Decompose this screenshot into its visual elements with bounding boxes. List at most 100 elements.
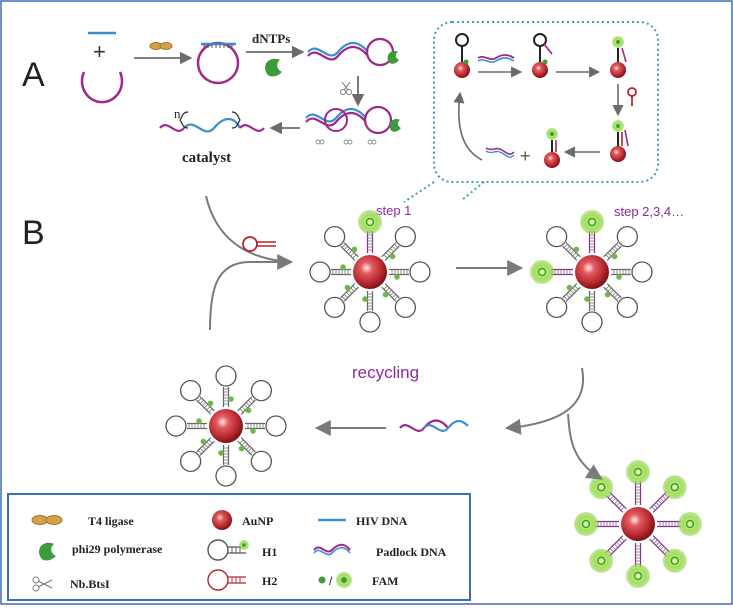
closed-hairpin-arm (165, 415, 207, 437)
legend-fam-slash: / (329, 574, 333, 588)
repeat-n-label: n (174, 106, 181, 121)
closed-hairpin-arm (603, 225, 639, 261)
plus-sign: + (93, 39, 106, 64)
legend-scissors-icon (32, 576, 53, 592)
cycle-inset-box (433, 21, 659, 183)
closed-hairpin-arm (323, 225, 359, 261)
opened-hairpin-arm (649, 535, 687, 573)
nanoparticle-groups (165, 210, 702, 588)
closed-hairpin-arm (237, 437, 273, 473)
arrow-release-catalyst (504, 367, 584, 435)
circularized-padlock (196, 41, 240, 85)
t4-ligase-icon (149, 42, 173, 50)
catalyst-label: catalyst (182, 150, 231, 166)
inset-released-catalyst (485, 147, 515, 155)
padlock-probe (80, 71, 124, 104)
inset-stage-2 (532, 33, 553, 78)
opened-hairpin-arm (589, 475, 627, 513)
closed-hairpin-arm (545, 225, 581, 261)
legend-phi29-label: phi29 polymerase (72, 542, 163, 556)
closed-hairpin-arm (381, 283, 417, 319)
legend-t4-label: T4 ligase (88, 514, 134, 528)
panel-label-a: A (22, 56, 45, 94)
legend-fam-label: FAM (372, 574, 398, 588)
closed-hairpin-arm (581, 291, 603, 333)
inset-catalyst-strand (477, 54, 515, 61)
rca-product-2 (305, 105, 401, 145)
inset-plus-sign: + (520, 146, 531, 166)
inset-callout-line-2 (461, 181, 485, 201)
gold-nanoparticle (575, 255, 609, 289)
gold-nanoparticle (621, 507, 655, 541)
closed-hairpin-arm (545, 283, 581, 319)
opened-hairpin-arm (574, 512, 619, 536)
closed-hairpin-arm (323, 283, 359, 319)
step2-label: step 2,3,4… (614, 204, 684, 219)
inset-stage-5 (544, 128, 560, 168)
inset-catalyst-strand-b (477, 57, 515, 63)
closed-hairpin-arm (215, 365, 237, 407)
closed-hairpin-arm (381, 225, 417, 261)
dntps-label: dNTPs (252, 31, 290, 46)
legend-padlock-label: Padlock DNA (376, 545, 447, 559)
inset-stage-1 (454, 33, 470, 78)
merge-arrow-top (205, 195, 291, 263)
legend-padlock-icon (313, 543, 351, 556)
opened-hairpin-arm (589, 535, 627, 573)
closed-hairpin-arm (603, 283, 639, 319)
legend-h1-label: H1 (262, 545, 277, 559)
opened-hairpin-arm (649, 475, 687, 513)
panel-label-b: B (22, 214, 45, 252)
inset-h2-hairpin (627, 87, 637, 106)
recycling-label: recycling (352, 363, 419, 382)
closed-hairpin-arm (245, 415, 287, 437)
closed-hairpin-arm (309, 261, 351, 283)
rca-product-1 (307, 37, 399, 67)
legend-h2-label: H2 (262, 574, 277, 588)
opened-hairpin-arm (657, 512, 702, 536)
closed-hairpin-arm (359, 291, 381, 333)
opened-hairpin-arm (626, 543, 650, 588)
opened-hairpin-arm (358, 210, 382, 253)
closed-hairpin-arm (179, 437, 215, 473)
legend-h2-icon (207, 569, 246, 591)
legend-h1-icon (207, 539, 249, 561)
closed-hairpin-arm (215, 445, 237, 487)
opened-hairpin-arm (530, 260, 573, 284)
inset-released-catalyst-b (485, 150, 515, 158)
opened-hairpin-arm (626, 460, 650, 505)
aunp-assembly-step1 (309, 210, 431, 333)
legend-hiv-label: HIV DNA (356, 514, 408, 528)
released-catalyst (399, 419, 469, 432)
inset-return-arrow (453, 91, 483, 161)
aunp-assembly-step2 (530, 210, 653, 333)
merge-arrow-bottom (209, 254, 294, 331)
aunp-assembly-recycled (165, 365, 287, 487)
catalyst-strand (159, 111, 265, 133)
legend-phi29-icon (39, 542, 56, 561)
legend-fam-icon (318, 572, 352, 588)
step1-label: step 1 (376, 203, 411, 218)
legend-aunp-icon (212, 510, 232, 530)
legend-aunp-label: AuNP (242, 514, 273, 528)
scissors-icon (340, 81, 352, 95)
phi29-polymerase-icon (265, 58, 282, 77)
legend-t4-icon (31, 515, 63, 525)
inset-stage-4 (610, 120, 629, 162)
aunp-assembly-final (574, 460, 702, 588)
closed-hairpin-arm (237, 379, 273, 415)
closed-hairpin-arm (179, 379, 215, 415)
opened-hairpin-arm (580, 210, 604, 253)
closed-hairpin-arm (611, 261, 653, 283)
closed-hairpin-arm (389, 261, 431, 283)
legend-nb-label: Nb.BtsI (70, 577, 110, 591)
gold-nanoparticle (353, 255, 387, 289)
arrow-to-final (567, 413, 603, 480)
inset-callout-line (403, 181, 435, 203)
gold-nanoparticle (209, 409, 243, 443)
inset-stage-3 (610, 36, 627, 78)
h2-hairpin-free (242, 236, 276, 252)
